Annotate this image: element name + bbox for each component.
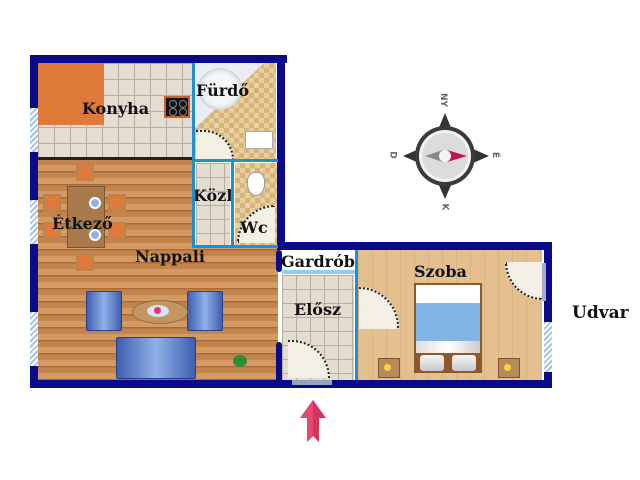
coffee-table bbox=[132, 300, 188, 324]
outer-wall-right-upper bbox=[277, 55, 285, 250]
chair bbox=[108, 222, 126, 240]
toilet-icon bbox=[247, 172, 265, 196]
kitchen-counter bbox=[38, 63, 68, 125]
chair bbox=[43, 194, 61, 212]
bathtub-basin bbox=[198, 68, 242, 110]
entrance-gap bbox=[292, 380, 332, 385]
pillow bbox=[452, 355, 476, 371]
room-label-wc: Wc bbox=[240, 218, 268, 237]
pillow bbox=[420, 355, 444, 371]
plant-icon bbox=[233, 355, 247, 367]
window bbox=[30, 108, 38, 152]
inner-wall bbox=[231, 159, 234, 247]
inner-wall bbox=[192, 63, 195, 247]
room-label-furdo: Fürdő bbox=[196, 81, 249, 100]
lamp-icon bbox=[504, 364, 511, 371]
outside-label-udvar: Udvar bbox=[572, 303, 629, 323]
inner-wall bbox=[192, 159, 278, 162]
compass-label-west: D bbox=[387, 151, 398, 159]
outer-wall-far-right bbox=[544, 242, 552, 388]
compass-label-south: K bbox=[439, 203, 450, 211]
partition-wall bbox=[276, 250, 282, 272]
bed-sheet-bottom bbox=[416, 341, 480, 353]
room-label-konyha: Konyha bbox=[82, 99, 150, 118]
glass-icon bbox=[89, 229, 101, 241]
room-label-elosz: Elősz bbox=[294, 300, 342, 319]
stove-icon bbox=[164, 96, 190, 118]
inner-wall bbox=[355, 250, 358, 380]
balcony-door bbox=[542, 263, 546, 301]
outer-wall-top-right bbox=[277, 242, 552, 250]
outer-wall-top bbox=[30, 55, 287, 63]
sink-icon bbox=[245, 131, 273, 149]
chair bbox=[76, 253, 94, 271]
gardrob-strip bbox=[282, 270, 358, 274]
room-label-etkezo: Étkező bbox=[52, 214, 113, 233]
compass-label-north: NY bbox=[438, 92, 449, 108]
window bbox=[544, 322, 552, 372]
armchair bbox=[187, 291, 223, 331]
room-label-nappali: Nappali bbox=[135, 247, 205, 266]
chair bbox=[76, 163, 94, 181]
inner-wall bbox=[192, 245, 278, 248]
flower-dot bbox=[154, 307, 161, 314]
window bbox=[30, 312, 38, 366]
lamp-icon bbox=[384, 364, 391, 371]
chair bbox=[43, 222, 61, 240]
entrance-arrow-icon bbox=[300, 400, 326, 442]
bed-blanket bbox=[416, 303, 480, 341]
room-label-gardrob: Gardrób bbox=[281, 252, 355, 271]
sofa bbox=[116, 337, 196, 379]
window bbox=[30, 200, 38, 244]
counter-edge bbox=[38, 157, 192, 160]
outer-wall-bottom bbox=[30, 380, 552, 388]
armchair bbox=[86, 291, 122, 331]
compass-label-east: É bbox=[490, 151, 501, 159]
room-label-kozl: Közl bbox=[193, 186, 233, 205]
room-label-szoba: Szoba bbox=[414, 262, 467, 281]
partition-wall bbox=[276, 342, 282, 382]
compass bbox=[395, 95, 505, 215]
bed-sheet-top bbox=[416, 285, 480, 303]
glass-icon bbox=[89, 197, 101, 209]
hall-floor bbox=[196, 163, 230, 245]
chair bbox=[108, 194, 126, 212]
